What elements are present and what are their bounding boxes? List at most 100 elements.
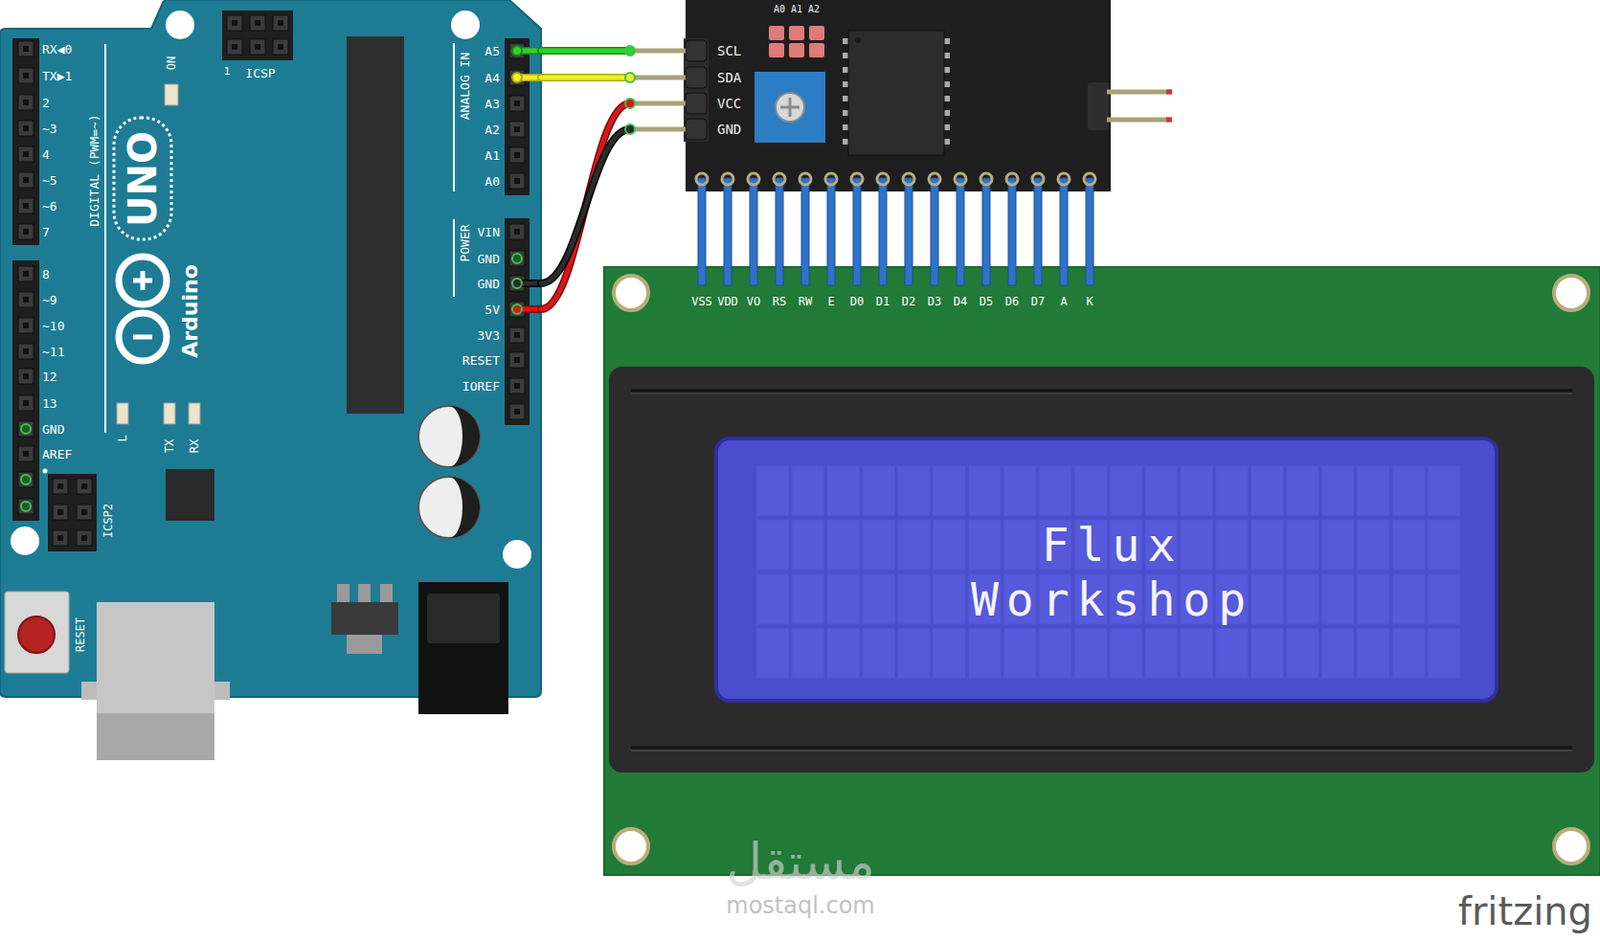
pin-label: SDA: [717, 70, 742, 85]
pin-label: AREF: [42, 448, 72, 461]
pin-label: GND: [477, 277, 500, 291]
header-pins: [930, 178, 939, 286]
pin-label: D2: [901, 295, 916, 308]
digital-header: [18, 446, 34, 462]
header-pins: [825, 173, 837, 185]
header-pins: [1085, 178, 1094, 286]
header-pins: [1034, 178, 1042, 286]
i2c-backpack: [809, 25, 825, 41]
lcd-board: [755, 464, 1463, 681]
digital-header: [21, 474, 31, 485]
pin-label: RESET: [462, 354, 500, 367]
right-headers: [509, 69, 525, 86]
board-components: [427, 593, 500, 644]
i2c-backpack: [855, 37, 861, 44]
board-label: POWER: [458, 224, 472, 262]
pin-label: VIN: [477, 225, 500, 239]
pin-label: D1: [876, 295, 890, 308]
header-pin-leg: [630, 75, 686, 81]
header-pins: [698, 178, 706, 286]
header-pins: [723, 178, 732, 286]
lcd-board: [716, 438, 1497, 701]
i2c-backpack: [685, 118, 707, 140]
board-components: [140, 270, 146, 291]
header-pins: [877, 173, 889, 185]
header-pin-leg: [630, 127, 686, 133]
i2c-backpack: [848, 30, 945, 156]
board-components: [4, 591, 69, 674]
jumper-wire: [540, 124, 686, 284]
pin-label: VCC: [717, 96, 742, 111]
board-components: [52, 530, 68, 546]
i2c-backpack: [683, 38, 709, 142]
wire-end: [625, 45, 635, 56]
pin-label: VDD: [717, 295, 739, 308]
right-headers: [452, 43, 455, 192]
jumper-wire: [540, 98, 686, 310]
pin-label: A0: [484, 175, 500, 188]
digital-header: [21, 424, 31, 434]
digital-header: [12, 260, 40, 521]
header-pins: [775, 178, 784, 286]
board-label: DIGITAL (PWM=~): [88, 113, 101, 226]
watermark: مستقل: [725, 836, 876, 887]
header-pins: [954, 173, 967, 185]
right-headers: [509, 378, 525, 394]
board-components: [76, 530, 92, 546]
right-headers: [504, 38, 530, 196]
i2c-backpack: [842, 52, 849, 59]
board-components: [358, 584, 371, 604]
board-components: [331, 602, 399, 635]
board-label: ANALOG IN: [458, 52, 472, 120]
i2c-backpack: A0 A1 A2SCLSDAVCCGND: [685, 0, 1111, 192]
lcd-board: [1554, 275, 1589, 311]
i2c-backpack: [944, 52, 950, 59]
header-pins: [696, 173, 708, 185]
watermark: mostaql.com: [725, 894, 875, 918]
pin-label: D4: [953, 295, 968, 308]
board-components: [165, 469, 215, 521]
right-headers: [509, 173, 525, 189]
board-components: [118, 313, 167, 361]
header-pins: [956, 178, 965, 286]
i2c-backpack: [788, 25, 805, 41]
jumper-wire-part: [540, 103, 631, 310]
pin-label: ~10: [42, 319, 65, 333]
board-components: [52, 504, 68, 520]
lcd-board: [613, 829, 649, 864]
pin-label: 12: [42, 370, 58, 384]
i2c-backpack: [944, 124, 950, 131]
board-label: RESET: [74, 617, 87, 653]
right-headers: [509, 43, 525, 59]
header-pins: [904, 178, 913, 286]
board-components: [346, 36, 405, 414]
jumper-wire: [540, 72, 686, 83]
pin-label: ~11: [42, 345, 65, 359]
board-logo-text: UNO: [123, 131, 162, 227]
digital-header: [104, 44, 107, 433]
right-headers: [509, 95, 525, 112]
pin-label: A5: [484, 45, 500, 58]
i2c-backpack: [685, 92, 707, 114]
board-components: [418, 476, 480, 539]
i2c-backpack: [768, 43, 785, 58]
header-pins: [853, 178, 861, 286]
lcd-board: [604, 267, 1600, 876]
i2c-backpack: [842, 138, 849, 145]
right-headers: [509, 147, 525, 163]
board-components: [133, 335, 153, 340]
header-pins: [747, 173, 760, 185]
board-components: [380, 584, 393, 604]
i2c-backpack: [1087, 82, 1109, 131]
jumper-wire-part: [540, 103, 631, 310]
board-components: [249, 39, 266, 55]
board-components: [164, 84, 179, 106]
right-headers: [509, 352, 525, 368]
board-components: [43, 469, 48, 474]
pin-label: SCL: [717, 44, 742, 58]
board-logo-text: Arduino: [180, 264, 202, 359]
pin-label: VO: [746, 295, 761, 308]
board-label: ICSP2: [102, 503, 114, 539]
pin-label: 2: [42, 96, 50, 110]
i2c-backpack: [842, 38, 849, 45]
